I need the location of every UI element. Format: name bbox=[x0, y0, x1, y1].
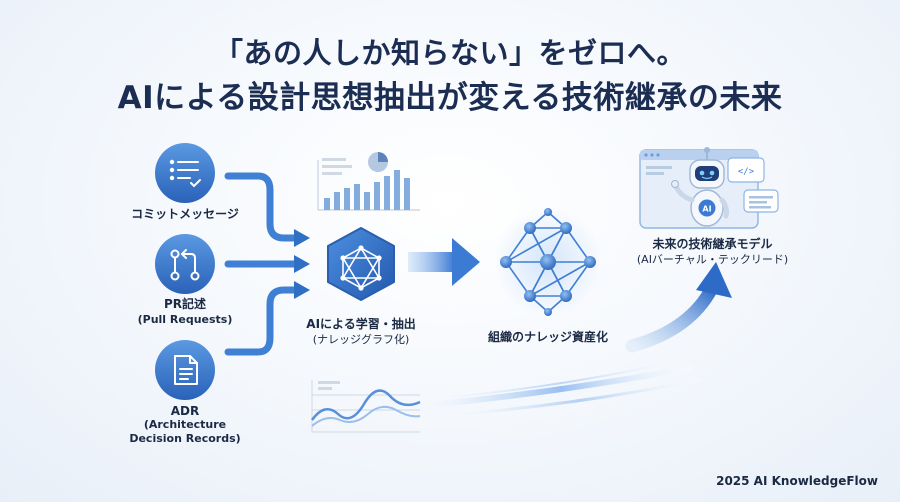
title-line-1: 「あの人しか知らない」をゼロへ。 bbox=[213, 36, 686, 70]
footer-credit: 2025 AI KnowledgeFlow bbox=[716, 474, 878, 488]
knowledge-label: 組織のナレッジ資産化 bbox=[487, 330, 608, 344]
process-label: AIによる学習・抽出 (ナレッジグラフ化) bbox=[306, 317, 416, 346]
knowledge-network-icon bbox=[494, 208, 602, 316]
ai-hexagon-icon bbox=[327, 227, 395, 301]
svg-text:</>: </> bbox=[738, 167, 755, 177]
line-chart-decoration bbox=[310, 380, 421, 433]
process-arrow bbox=[408, 238, 480, 286]
source-pr-icon bbox=[155, 234, 215, 294]
title-line-2: AIによる設計思想抽出が変える技術継承の未来 bbox=[117, 80, 783, 116]
future-label: 未来の技術継承モデル (AIバーチャル・テックリード) bbox=[636, 237, 789, 266]
bar-chart-decoration bbox=[317, 152, 420, 211]
robot-badge: AI bbox=[702, 205, 711, 214]
future-curve-arrow bbox=[625, 262, 732, 353]
source-commit-icon bbox=[155, 143, 215, 203]
connector-arrowheads bbox=[294, 229, 310, 299]
source-label-adr: ADR (Architecture Decision Records) bbox=[129, 404, 241, 445]
source-label-pr: PR記述 (Pull Requests) bbox=[137, 297, 233, 326]
source-adr-icon bbox=[155, 340, 215, 400]
light-streak-decoration bbox=[427, 359, 702, 416]
source-label-commit: コミットメッセージ bbox=[131, 207, 239, 221]
source-connectors bbox=[224, 172, 300, 356]
ai-robot-icon: </> AI bbox=[639, 147, 779, 229]
